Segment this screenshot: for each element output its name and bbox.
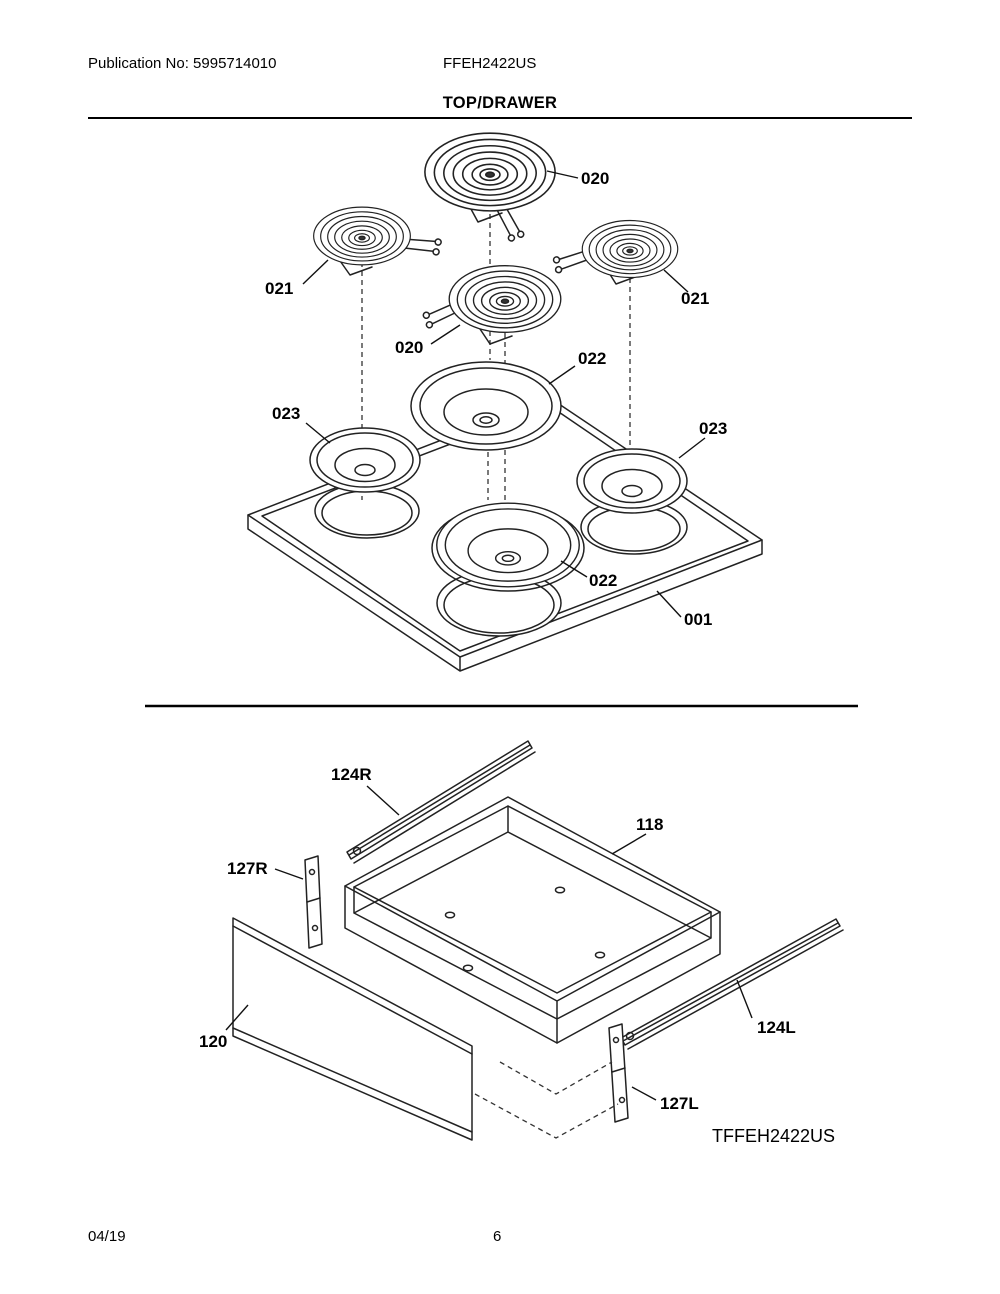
drawer-front-panel bbox=[232, 917, 473, 1141]
title-rule bbox=[88, 117, 912, 119]
part-label-023-left: 023 bbox=[272, 404, 300, 423]
part-label-021-right: 021 bbox=[681, 289, 709, 308]
part-label-120: 120 bbox=[199, 1032, 227, 1051]
drawer-bracket-left bbox=[608, 1023, 629, 1123]
coil-element-top bbox=[424, 132, 556, 243]
publication-number: Publication No: 5995714010 bbox=[88, 55, 277, 72]
part-label-127R: 127R bbox=[227, 859, 268, 878]
part-label-001: 001 bbox=[684, 610, 712, 629]
part-label-023-right: 023 bbox=[699, 419, 727, 438]
part-label-022-front: 022 bbox=[589, 571, 617, 590]
drawer-body bbox=[344, 796, 721, 1044]
coil-element-center bbox=[421, 265, 562, 345]
page-title: TOP/DRAWER bbox=[442, 94, 558, 112]
drawer-diagram: 124R 118 127R 120 124L 127L TFFEH2422US bbox=[199, 740, 844, 1146]
drawer-rail-right bbox=[346, 740, 536, 864]
drip-bowl-left bbox=[309, 427, 421, 493]
diagram-model-code: TFFEH2422US bbox=[712, 1126, 835, 1146]
drawer-bracket-right bbox=[304, 855, 323, 949]
leader-lines-top bbox=[302, 170, 706, 618]
coil-element-left bbox=[313, 206, 443, 276]
coil-element-right bbox=[552, 219, 679, 285]
coil-spiral bbox=[581, 219, 679, 279]
part-label-124L: 124L bbox=[757, 1018, 796, 1037]
footer-page-number: 6 bbox=[493, 1228, 502, 1245]
coil-spiral bbox=[448, 265, 562, 333]
part-label-124R: 124R bbox=[331, 765, 372, 784]
drip-bowl-seated bbox=[436, 502, 580, 588]
footer-date: 04/19 bbox=[88, 1228, 126, 1245]
part-label-020-top: 020 bbox=[581, 169, 609, 188]
burner-opening-right bbox=[580, 499, 688, 555]
model-number: FFEH2422US bbox=[443, 55, 537, 72]
leader-lines-drawer bbox=[225, 785, 753, 1101]
drip-bowl-right bbox=[576, 448, 688, 514]
part-label-118: 118 bbox=[636, 815, 663, 834]
part-label-020-center: 020 bbox=[395, 338, 423, 357]
part-label-021-left: 021 bbox=[265, 279, 293, 298]
part-label-022-upper: 022 bbox=[578, 349, 606, 368]
cooktop-diagram: 020 021 020 021 022 023 023 022 001 bbox=[247, 132, 763, 672]
drip-bowl-upper bbox=[410, 361, 562, 451]
coil-spiral bbox=[424, 132, 556, 212]
assembly-dashed-lines bbox=[474, 1061, 619, 1139]
coil-spiral bbox=[313, 206, 411, 266]
part-label-127L: 127L bbox=[660, 1094, 699, 1113]
